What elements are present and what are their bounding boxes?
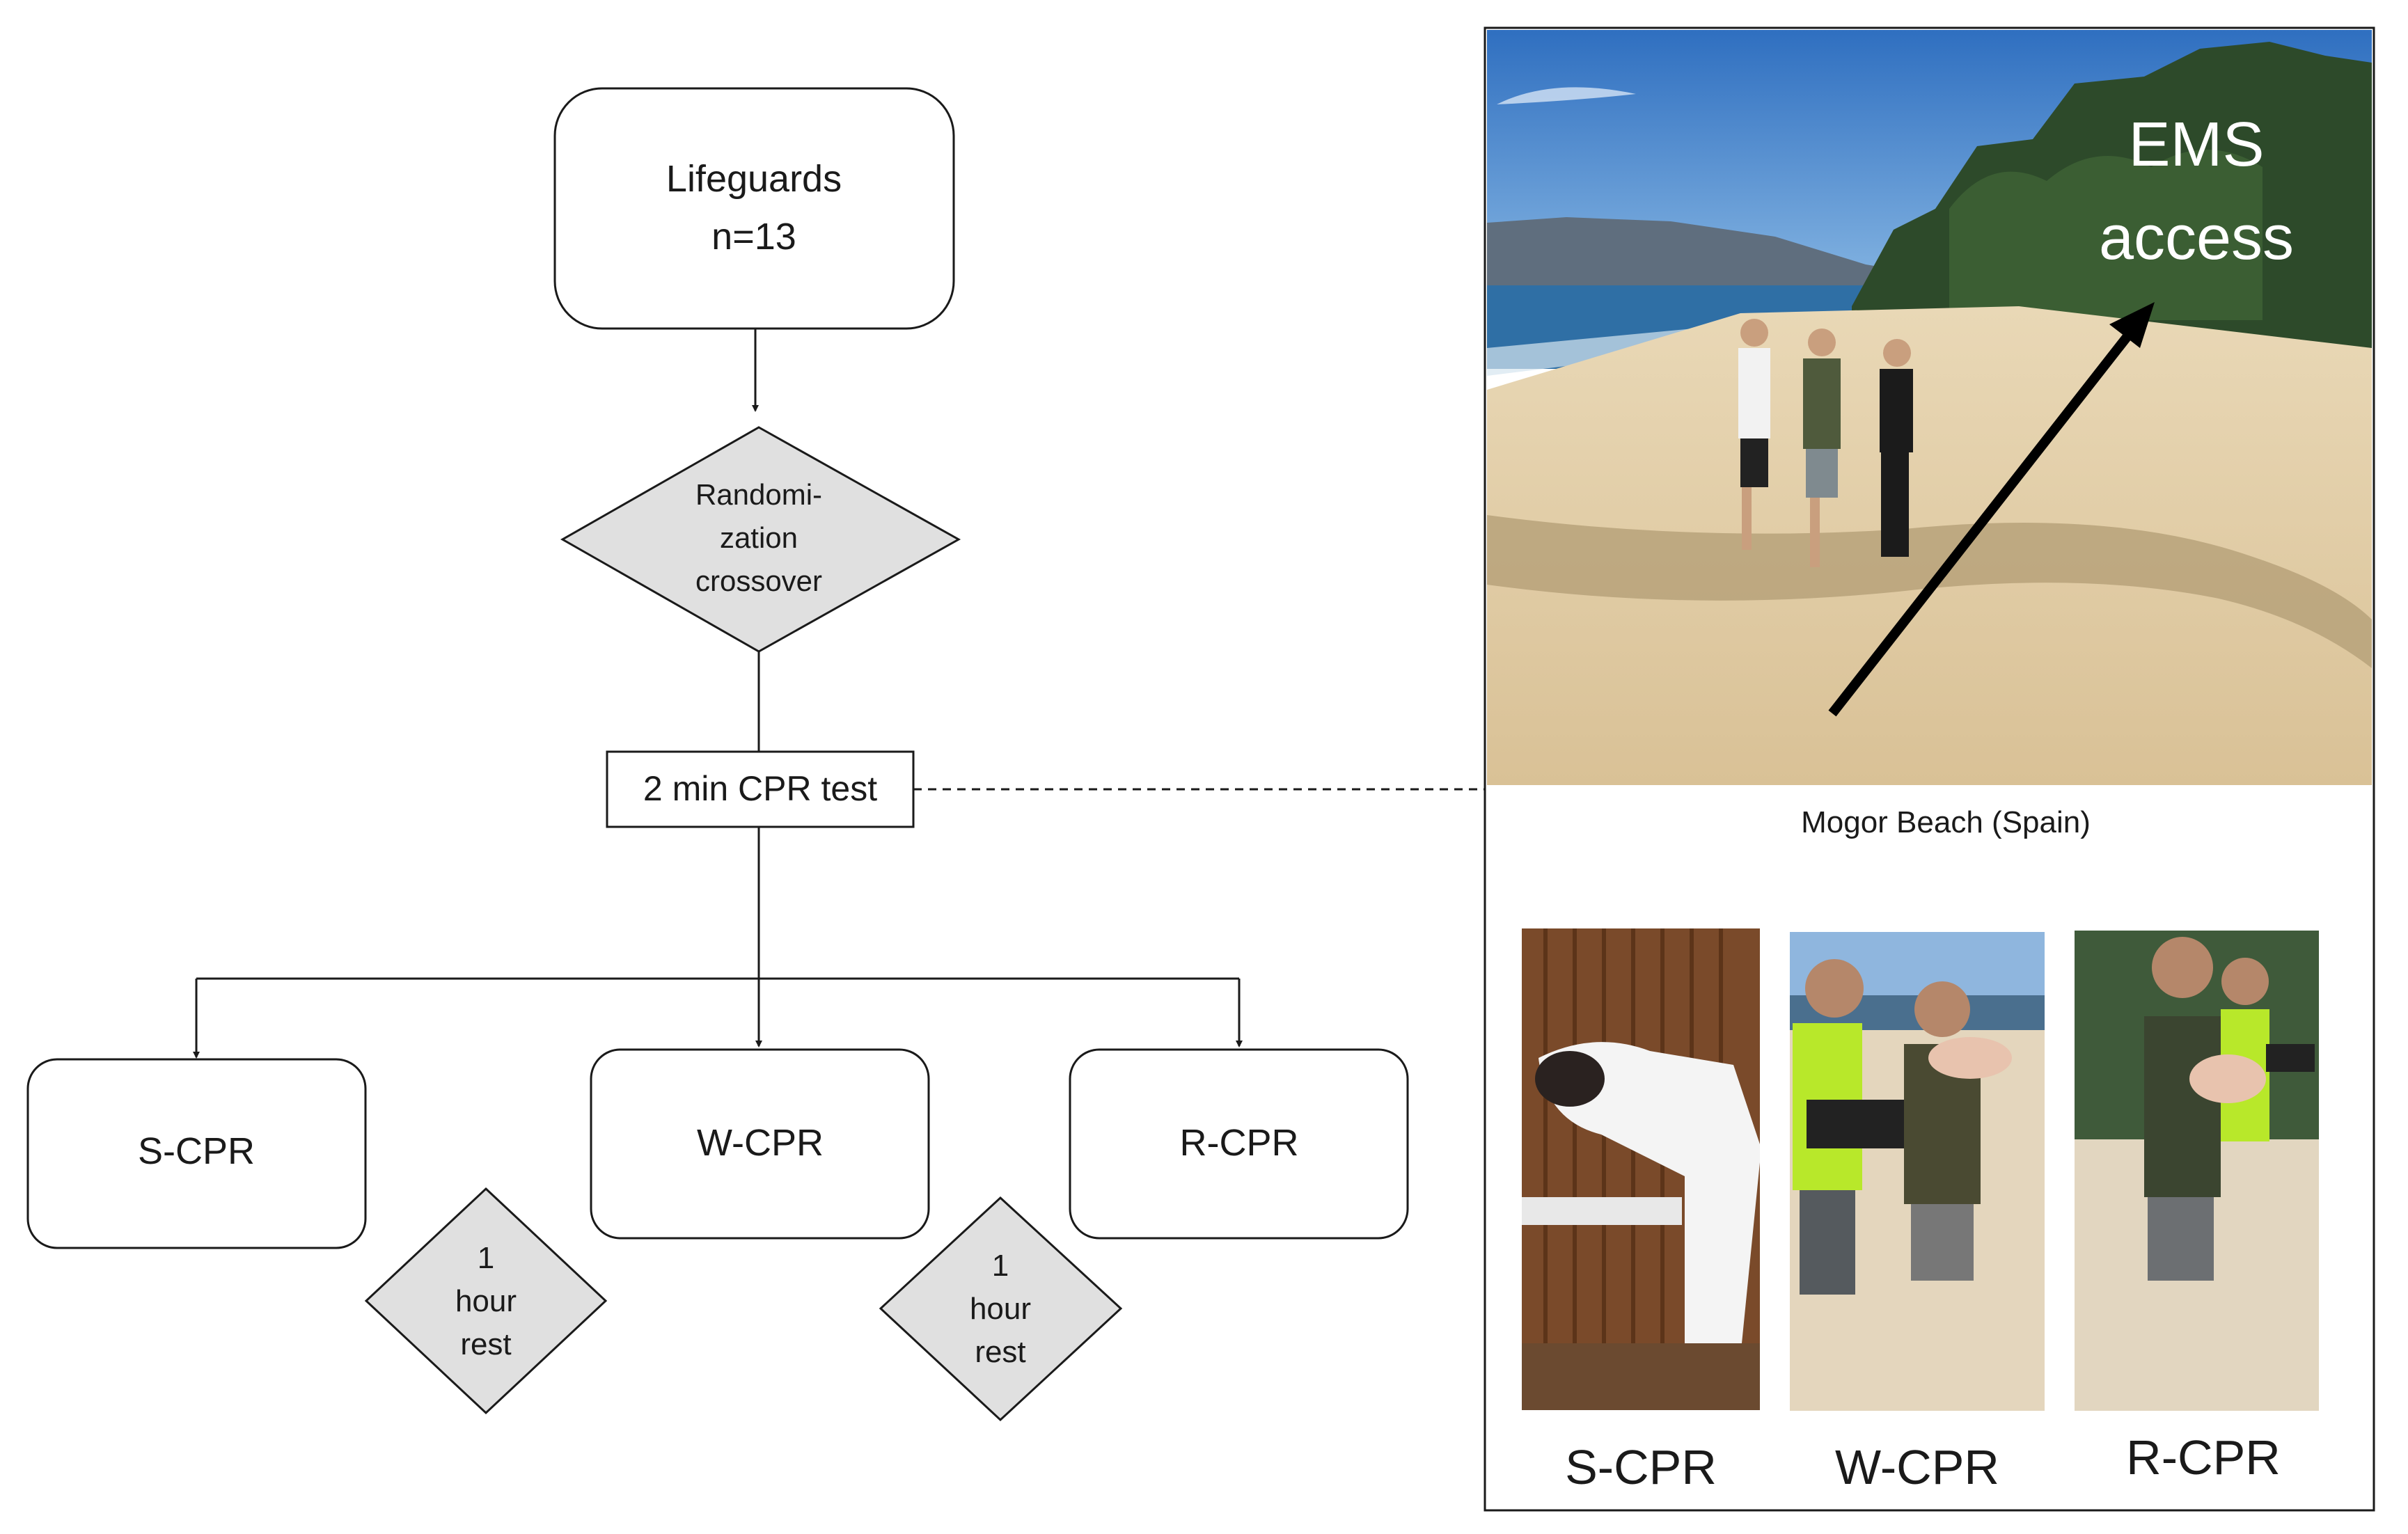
rest1-line2: hour bbox=[455, 1284, 517, 1318]
randomization-diamond: Randomi- zation crossover bbox=[560, 426, 961, 653]
photo-label-s-cpr: S-CPR bbox=[1565, 1440, 1717, 1494]
branch-connectors bbox=[193, 827, 1243, 1059]
photo-w-cpr bbox=[1790, 932, 2045, 1411]
ems-label-line1: EMS bbox=[2128, 110, 2264, 180]
cpr-test-box: 2 min CPR test bbox=[606, 750, 915, 828]
ems-arrowhead bbox=[2109, 302, 2155, 348]
randomization-line2: zation bbox=[720, 521, 798, 554]
ems-arrow bbox=[1828, 329, 2134, 717]
photo-label-r-cpr: R-CPR bbox=[2126, 1430, 2281, 1485]
lifeguards-box: Lifeguards n=13 bbox=[553, 87, 955, 330]
photo-r-cpr bbox=[2075, 931, 2319, 1411]
w-cpr-box: W-CPR bbox=[590, 1048, 930, 1240]
r-cpr-box: R-CPR bbox=[1069, 1048, 1409, 1240]
rest-diamond-2: 1 hour rest bbox=[879, 1196, 1123, 1422]
rest2-line2: hour bbox=[970, 1292, 1031, 1326]
r-cpr-label: R-CPR bbox=[1180, 1122, 1299, 1164]
rest1-line3: rest bbox=[460, 1327, 511, 1361]
randomization-line1: Randomi- bbox=[695, 478, 822, 511]
photo-s-cpr bbox=[1522, 928, 1760, 1410]
rest2-line3: rest bbox=[975, 1335, 1025, 1369]
rest2-line1: 1 bbox=[992, 1249, 1009, 1283]
rest1-line1: 1 bbox=[478, 1241, 494, 1275]
photo-label-w-cpr: W-CPR bbox=[1835, 1440, 1999, 1494]
cpr-test-label: 2 min CPR test bbox=[643, 769, 877, 808]
runners-figures bbox=[1738, 319, 1913, 567]
ems-label-line2: access bbox=[2099, 203, 2294, 273]
s-cpr-label: S-CPR bbox=[138, 1130, 255, 1172]
w-cpr-label: W-CPR bbox=[697, 1122, 824, 1164]
s-cpr-box: S-CPR bbox=[26, 1058, 367, 1249]
photo-panel: EMS access Mogor Beach (Spain) bbox=[1484, 26, 2375, 1512]
rest-diamond-1: 1 hour rest bbox=[364, 1187, 608, 1415]
lifeguards-title: Lifeguards bbox=[666, 158, 842, 200]
randomization-line3: crossover bbox=[695, 564, 822, 597]
lifeguards-count: n=13 bbox=[711, 216, 796, 258]
beach-caption: Mogor Beach (Spain) bbox=[1801, 805, 2091, 839]
beach-photo: EMS access bbox=[1487, 30, 2372, 785]
